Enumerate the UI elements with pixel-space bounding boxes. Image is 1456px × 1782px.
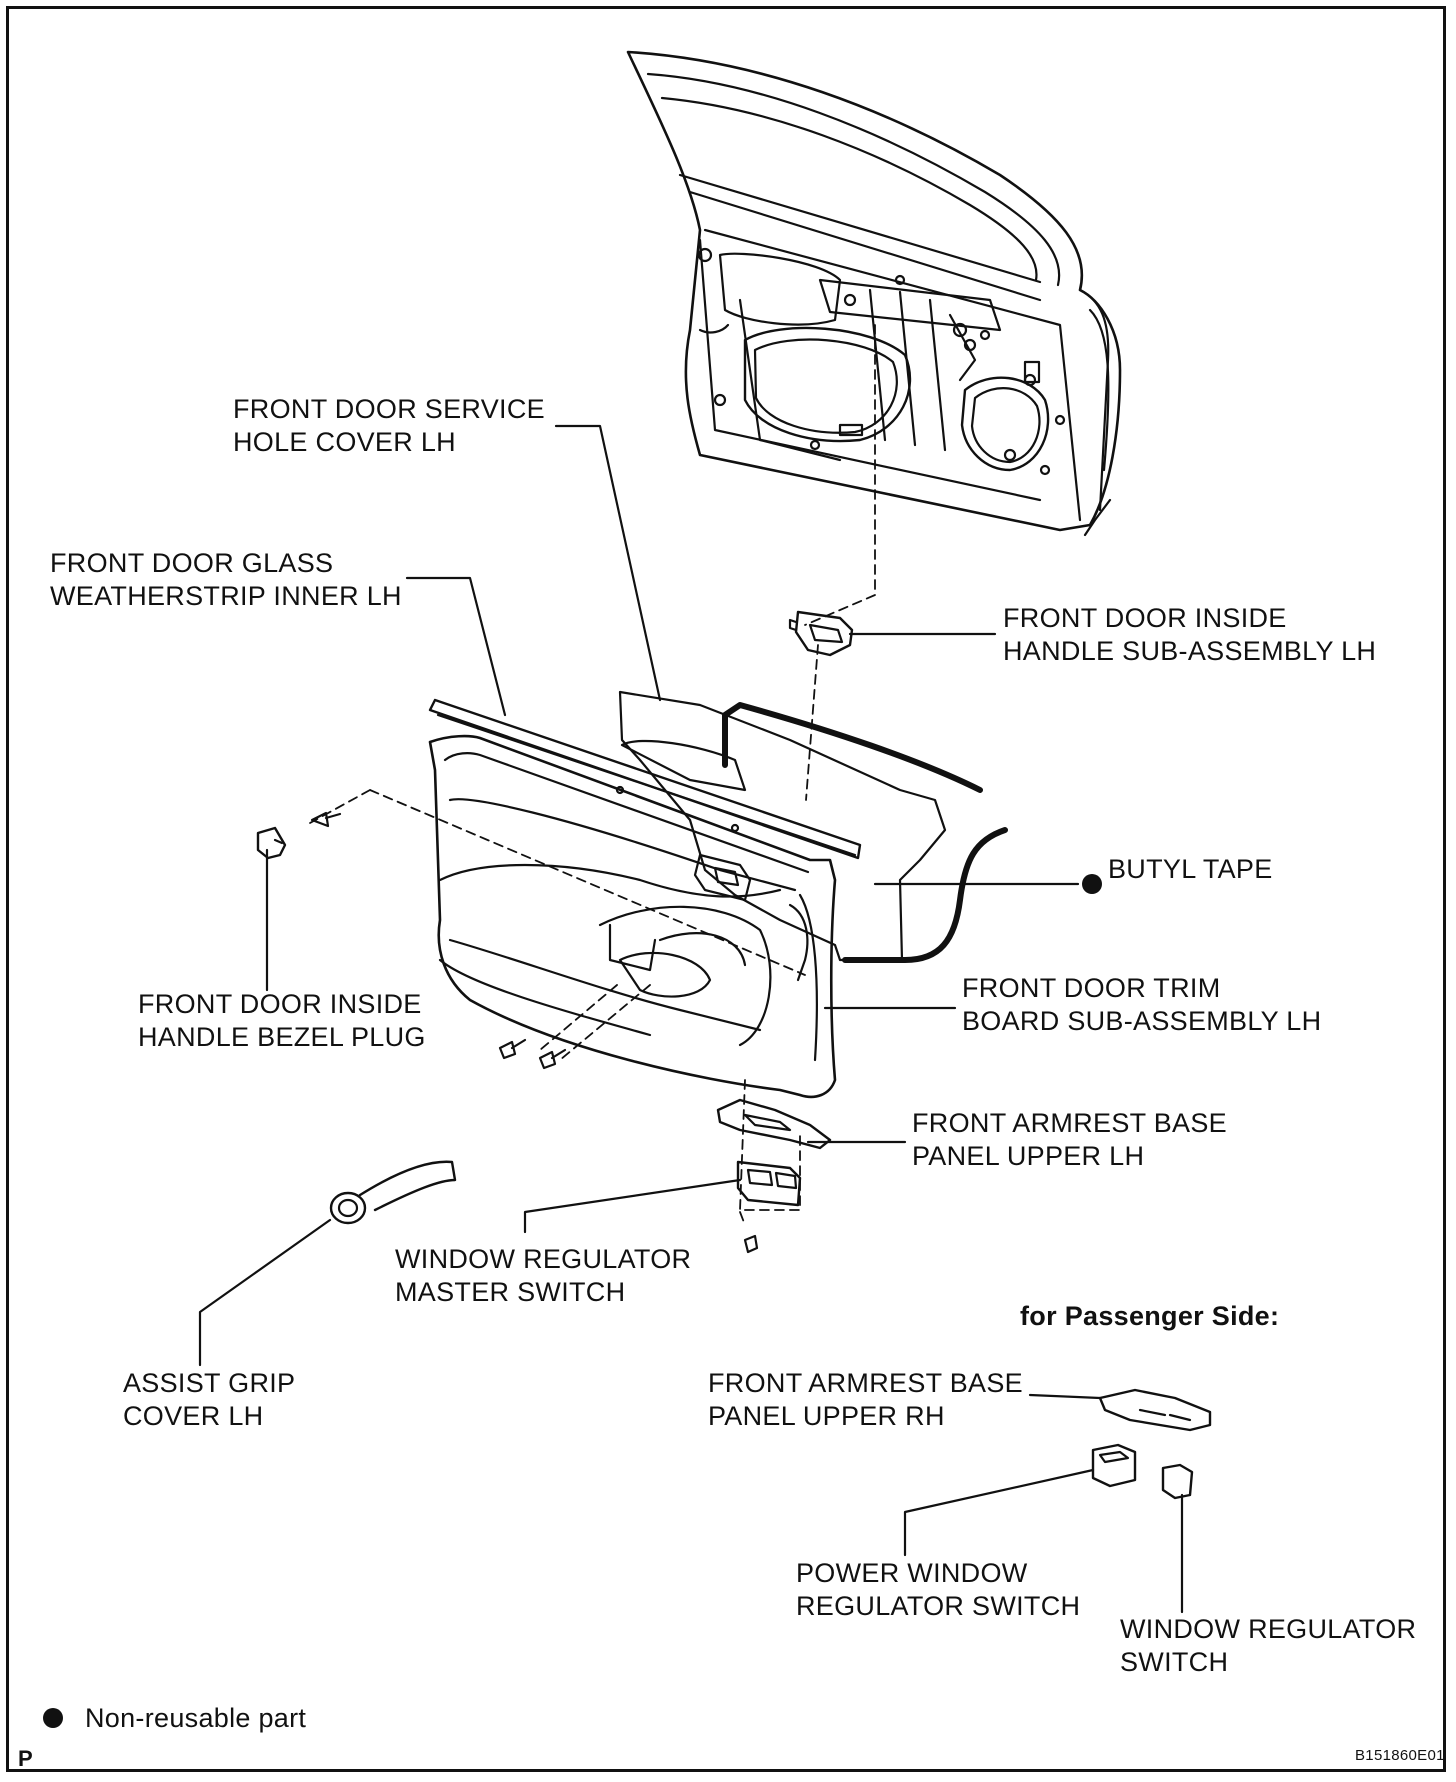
- label-armrest-rh: FRONT ARMREST BASE PANEL UPPER RH: [708, 1368, 1023, 1431]
- label-bezel-plug: FRONT DOOR INSIDE HANDLE BEZEL PLUG: [138, 989, 426, 1052]
- label-power-window-switch: POWER WINDOW REGULATOR SWITCH: [796, 1558, 1081, 1621]
- label-window-switch: WINDOW REGULATOR SWITCH: [1120, 1614, 1417, 1677]
- window-switch-part: [1161, 1463, 1194, 1500]
- diagram-frame: [6, 6, 1446, 1772]
- alignment-lines: [309, 324, 876, 1226]
- master-switch: [736, 1160, 802, 1254]
- glass-weatherstrip: [428, 698, 862, 860]
- inside-handle: [788, 610, 854, 657]
- service-hole-cover: [618, 690, 947, 962]
- label-butyl-tape: BUTYL TAPE: [1108, 854, 1273, 884]
- door-frame-shell: [626, 50, 1122, 537]
- leader-lines: [198, 424, 1184, 1614]
- passenger-side-heading: for Passenger Side:: [1020, 1301, 1280, 1331]
- butyl-tape: [722, 702, 1008, 963]
- corner-mark: P: [18, 1746, 33, 1771]
- butyl-tape-bullet: [1082, 874, 1102, 894]
- label-trim-board: FRONT DOOR TRIM BOARD SUB-ASSEMBLY LH: [962, 973, 1322, 1036]
- legend-bullet: [43, 1708, 63, 1728]
- label-service-hole-cover: FRONT DOOR SERVICE HOLE COVER LH: [233, 394, 545, 457]
- power-window-switch-part: [1091, 1443, 1137, 1488]
- assist-grip-cover: [329, 1160, 457, 1225]
- trim-board: [428, 734, 837, 1099]
- armrest-panel-lh: [716, 1098, 832, 1150]
- label-assist-grip: ASSIST GRIP COVER LH: [123, 1368, 296, 1431]
- figure-code: B151860E01: [1355, 1747, 1445, 1764]
- armrest-panel-rh: [1098, 1388, 1212, 1432]
- legend-text: Non-reusable part: [85, 1703, 307, 1733]
- label-glass-weatherstrip: FRONT DOOR GLASS WEATHERSTRIP INNER LH: [50, 548, 402, 611]
- label-master-switch: WINDOW REGULATOR MASTER SWITCH: [395, 1244, 692, 1307]
- label-armrest-lh: FRONT ARMREST BASE PANEL UPPER LH: [912, 1108, 1227, 1171]
- label-inside-handle: FRONT DOOR INSIDE HANDLE SUB-ASSEMBLY LH: [1003, 603, 1377, 666]
- bezel-plug-and-screws: [256, 811, 567, 1070]
